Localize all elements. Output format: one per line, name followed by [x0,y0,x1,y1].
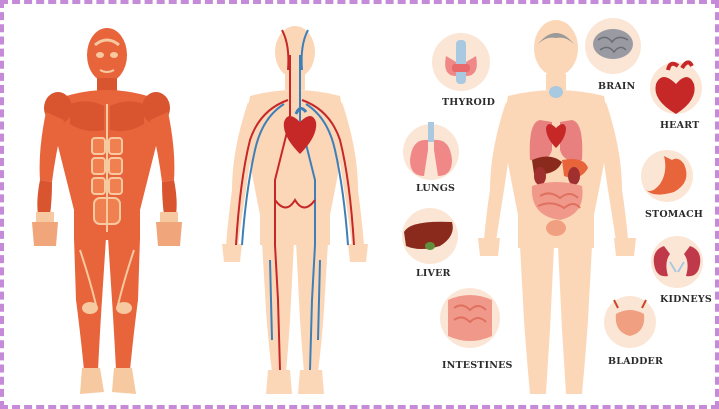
bladder-label: BLADDER [608,356,663,367]
lungs-icon [403,122,459,180]
bladder-icon [604,296,656,348]
heart-label: HEART [660,120,699,131]
lungs-label: LUNGS [416,183,455,194]
stomach-label: STOMACH [645,209,703,220]
kidneys-label: KIDNEYS [660,294,712,305]
brain-label: BRAIN [598,81,635,92]
intestines-icon [440,288,500,348]
liver-label: LIVER [416,268,451,279]
thyroid-icon [432,33,490,91]
liver-icon [402,208,458,264]
intestines-label: INTESTINES [442,360,513,371]
thyroid-label: THYROID [442,97,495,108]
kidneys-icon [651,236,703,288]
heart-icon [650,62,702,114]
stomach-icon [641,150,693,202]
circulatory-system-figure [222,26,368,394]
brain-icon [585,18,641,74]
muscular-system-figure [32,28,182,394]
